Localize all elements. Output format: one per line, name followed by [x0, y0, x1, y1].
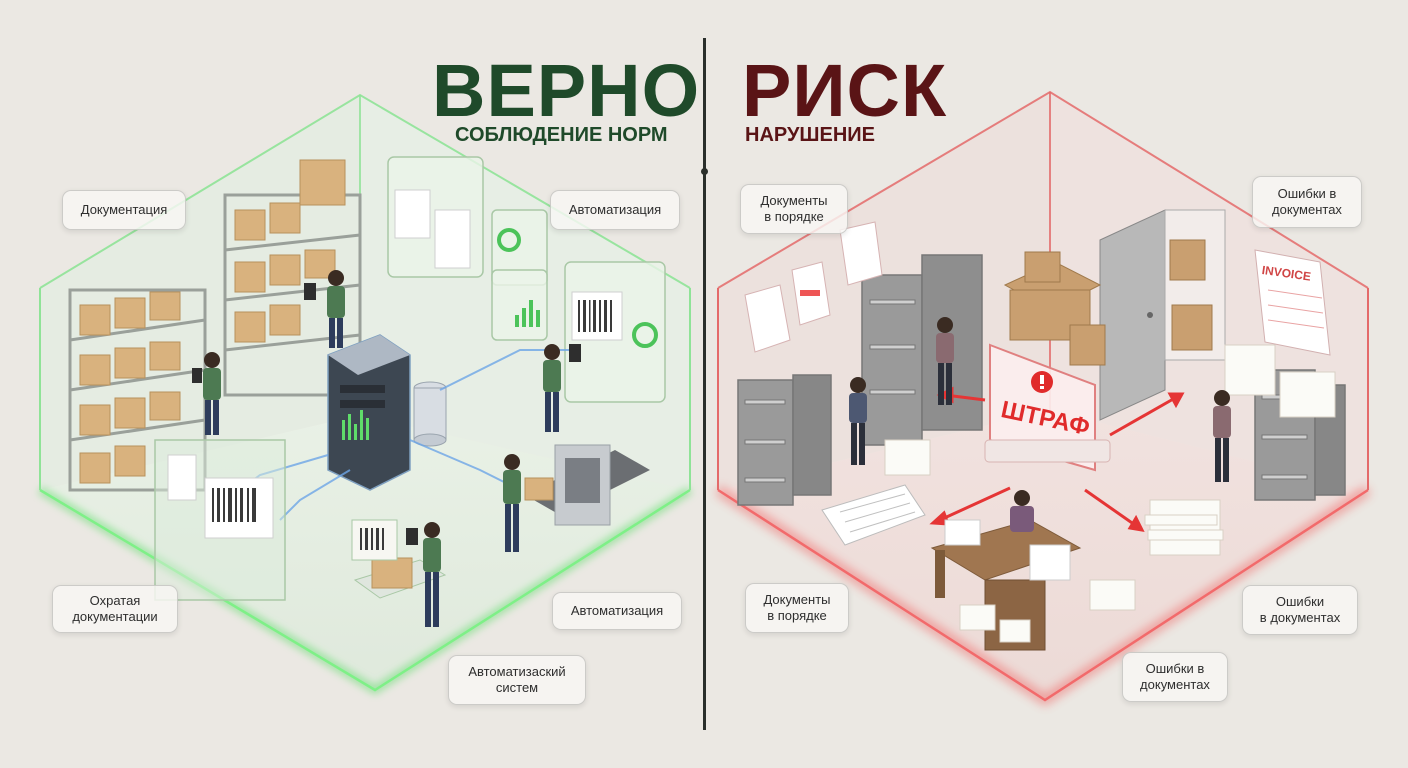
label-document-errors-bottom: Ошибки в документах [1122, 652, 1228, 702]
compliance-title: ВЕРНО [432, 49, 701, 132]
workers [192, 270, 581, 627]
penalty-sign: ШТРАФ [984, 343, 1111, 472]
violation-room: ШТРАФ INVOICE [715, 90, 1371, 706]
label-documents-in-order-top: Документы в порядке [740, 184, 848, 234]
risk-subtitle: НАРУШЕНИЕ [745, 124, 875, 146]
label-documentation-protection: Охратая документации [52, 585, 178, 633]
label-document-errors-right: Ошибки в документах [1242, 585, 1358, 635]
label-documentation: Документация [62, 190, 186, 230]
label-automation-bottom: Автоматизация [552, 592, 682, 630]
label-automation-top: Автоматизация [550, 190, 680, 230]
invoice-label: INVOICE [1261, 263, 1312, 284]
label-documents-in-order-bottom: Документы в порядке [745, 583, 849, 633]
center-divider [703, 38, 706, 730]
server-rack [327, 334, 447, 491]
compliance-subtitle: СОБЛЮДЕНИЕ НОРМ [455, 124, 668, 146]
label-document-errors-top: Ошибки в документах [1252, 176, 1362, 228]
label-automation-systems: Автоматизаский систем [448, 655, 586, 705]
stressed-workers [849, 317, 1231, 532]
warehouse-shelves [68, 159, 362, 492]
risk-title: РИСК [742, 49, 948, 132]
divider-dot [701, 168, 708, 175]
compliance-room [37, 93, 693, 695]
